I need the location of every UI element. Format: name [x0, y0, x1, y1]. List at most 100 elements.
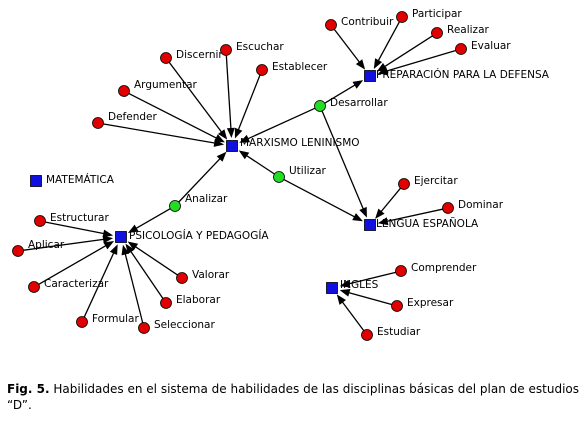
skill-marker	[160, 52, 172, 64]
node-ml: MARXISMO LENINISMO	[226, 137, 360, 152]
skill-marker	[273, 171, 285, 183]
node-caracterizar: Caracterizar	[28, 278, 109, 293]
edge-utilizar-to-le	[283, 178, 363, 222]
edge-analizar-to-psi	[127, 207, 171, 234]
edge-formular-to-psi	[83, 244, 118, 318]
skill-marker	[28, 281, 40, 293]
node-utilizar: Utilizar	[273, 165, 326, 183]
node-escuchar: Escuchar	[220, 41, 284, 56]
skill-marker	[398, 178, 410, 190]
node-label: Formular	[92, 313, 139, 325]
node-label: INGLÉS	[340, 278, 379, 291]
node-label: Estudiar	[377, 326, 421, 338]
skill-marker	[76, 316, 88, 328]
node-formular: Formular	[76, 313, 139, 328]
node-contribuir: Contribuir	[325, 16, 394, 31]
node-comprender: Comprender	[395, 262, 477, 277]
node-label: Participar	[412, 8, 462, 20]
node-label: PREPARACIÓN PARA LA DEFENSA	[376, 68, 550, 81]
skill-marker	[118, 85, 130, 97]
node-label: Evaluar	[471, 40, 511, 52]
subject-marker	[364, 70, 376, 82]
skill-marker	[396, 11, 408, 23]
edge-contribuir-to-pd	[333, 28, 366, 70]
skill-marker	[395, 265, 407, 277]
edge-desarrollar-to-pd	[323, 80, 364, 104]
node-label: Expresar	[407, 297, 454, 309]
node-label: Establecer	[272, 61, 328, 73]
edges-layer	[22, 21, 457, 332]
subject-marker	[30, 175, 42, 187]
caption-text: Habilidades en el sistema de habilidades…	[7, 382, 580, 412]
edge-estructurar-to-psi	[44, 221, 114, 238]
skill-marker	[325, 19, 337, 31]
node-valorar: Valorar	[176, 269, 230, 284]
node-argumentar: Argumentar	[118, 79, 198, 97]
edge-participar-to-pd	[373, 21, 401, 69]
node-expresar: Expresar	[391, 297, 454, 312]
node-label: Seleccionar	[154, 319, 215, 331]
skill-marker	[138, 322, 150, 334]
figure-caption: Fig. 5. Habilidades en el sistema de hab…	[7, 381, 579, 413]
skills-network-diagram: PREPARACIÓN PARA LA DEFENSA MARXISMO LENI…	[12, 8, 550, 341]
node-label: Desarrollar	[330, 97, 388, 109]
edge-desarrollar-to-ml	[239, 107, 316, 143]
node-label: MARXISMO LENINISMO	[240, 137, 360, 149]
caption-label: Fig. 5.	[7, 382, 50, 396]
edge-defender-to-ml	[102, 123, 225, 147]
node-label: MATEMÁTICA	[46, 173, 115, 186]
node-dominar: Dominar	[442, 199, 504, 214]
skill-marker	[361, 329, 373, 341]
node-le: LENGUA ESPAÑOLA	[364, 217, 479, 231]
skill-marker	[92, 117, 104, 129]
node-establecer: Establecer	[256, 61, 328, 76]
skill-marker	[169, 200, 181, 212]
edge-utilizar-to-ml	[238, 150, 276, 175]
edge-analizar-to-ml	[177, 151, 227, 203]
subject-marker	[364, 219, 376, 231]
node-label: Caracterizar	[44, 278, 109, 290]
node-label: Contribuir	[341, 16, 394, 28]
node-aplicar: Aplicar	[12, 239, 65, 257]
node-label: PSICOLOGÍA Y PEDAGOGÍA	[129, 229, 269, 242]
node-label: Discernir	[176, 49, 223, 61]
skill-marker	[391, 300, 403, 312]
node-discernir: Discernir	[160, 49, 223, 64]
edge-valorar-to-psi	[127, 241, 179, 276]
skill-marker	[220, 44, 232, 56]
node-label: Ejercitar	[414, 175, 458, 187]
node-label: Analizar	[185, 193, 228, 205]
node-label: Aplicar	[28, 239, 65, 251]
node-label: Elaborar	[176, 294, 221, 306]
edge-ejercitar-to-le	[375, 187, 402, 219]
skill-marker	[455, 43, 467, 55]
node-realizar: Realizar	[431, 24, 489, 39]
skill-marker	[176, 272, 188, 284]
edge-establecer-to-ml	[234, 74, 261, 139]
edge-comprender-to-ing	[339, 271, 397, 288]
node-label: Comprender	[411, 262, 477, 274]
edge-expresar-to-ing	[339, 288, 393, 306]
node-ing: INGLÉS	[326, 278, 379, 294]
node-label: Estructurar	[50, 212, 109, 224]
edge-evaluar-to-pd	[377, 49, 457, 75]
nodes-layer: PREPARACIÓN PARA LA DEFENSA MARXISMO LENI…	[12, 8, 550, 341]
edge-aplicar-to-psi	[22, 235, 114, 251]
edge-estudiar-to-ing	[336, 294, 365, 332]
edge-escuchar-to-ml	[225, 54, 235, 139]
node-label: Argumentar	[134, 79, 198, 91]
node-evaluar: Evaluar	[455, 40, 511, 55]
node-desarrollar: Desarrollar	[314, 97, 388, 112]
node-pd: PREPARACIÓN PARA LA DEFENSA	[364, 68, 550, 82]
node-label: Dominar	[458, 199, 504, 211]
edge-dominar-to-le	[377, 208, 444, 226]
node-seleccionar: Seleccionar	[138, 319, 215, 334]
node-ejercitar: Ejercitar	[398, 175, 458, 190]
node-defender: Defender	[92, 111, 157, 129]
skill-marker	[160, 297, 172, 309]
skill-marker	[12, 245, 24, 257]
node-psi: PSICOLOGÍA Y PEDAGOGÍA	[115, 229, 269, 243]
node-participar: Participar	[396, 8, 462, 23]
subject-marker	[326, 282, 338, 294]
node-label: Utilizar	[289, 165, 326, 177]
